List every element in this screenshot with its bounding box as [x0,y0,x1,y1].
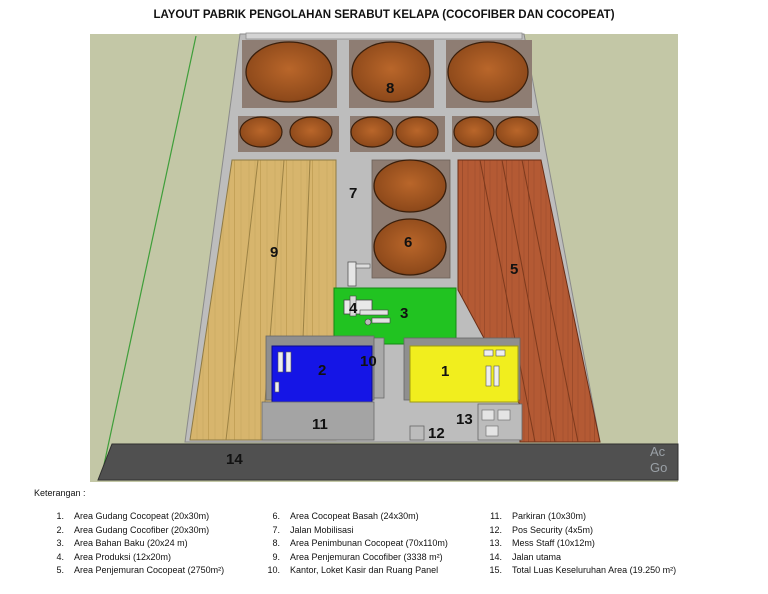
zone-label-4: 4 [349,300,358,317]
zone-label-10: 10 [360,353,377,370]
legend-item: 13.Mess Staff (10x12m) [489,538,595,549]
wet-cocopeat-pile [373,159,447,276]
zone-label-11: 11 [312,416,328,433]
activation-watermark-line1: Ac [650,444,666,459]
zone-label-5: 5 [510,261,518,278]
legend-item: 11.Parkiran (10x30m) [490,511,587,521]
zone-label-9: 9 [270,244,278,261]
zone-label-12: 12 [428,425,445,442]
activation-watermark-line2: Go [650,460,667,475]
warehouse-1-racks [483,349,506,387]
area-11-parking [261,401,375,441]
page-title: LAYOUT PABRIK PENGOLAHAN SERABUT KELAPA … [153,9,615,21]
zone-label-2: 2 [318,362,326,379]
cocopeat-pile-small [239,116,539,148]
legend-item: 14.Jalan utama [489,551,562,562]
area-13-staff-mess [477,403,523,441]
cocopeat-pile-big [245,41,529,103]
drying-plank-lines-red [479,159,579,443]
zone-label-13: 13 [456,411,473,428]
legend-item: 9.Area Penjemuran Cocofiber (3338 m²) [272,551,443,562]
area-12-security-post [409,425,425,441]
zone-label-8: 8 [386,80,394,97]
legend-column-1: 1.Area Gudang Cocopeat (20x30m) 2.Area G… [46,510,224,578]
warehouse-2-racks [274,351,292,393]
legend-item: 4.Area Produksi (12x20m) [56,551,172,562]
legend-item: 10.Kantor, Loket Kasir dan Ruang Panel [267,565,439,576]
legend-item: 6.Area Cocopeat Basah (24x30m) [272,511,419,521]
legend-item: 8.Area Penimbunan Cocopeat (70x110m) [272,538,448,549]
zone-label-14: 14 [226,451,243,468]
legend-column-2: 6.Area Cocopeat Basah (24x30m) 7.Jalan M… [262,510,448,578]
area-14-main-road [97,443,679,481]
legend-column-3: 11.Parkiran (10x30m) 12.Pos Security (4x… [484,510,676,578]
zone-label-7: 7 [349,185,357,202]
legend-item: 5.Area Penjemuran Cocopeat (2750m²) [56,565,225,576]
legend-item: 3.Area Bahan Baku (20x24 m) [56,538,188,549]
legend-item: 7.Jalan Mobilisasi [272,524,354,535]
zone-label-6: 6 [404,234,412,251]
legend-item: 2.Area Gudang Cocofiber (20x30m) [56,524,210,535]
legend-item: 12.Pos Security (4x5m) [489,524,594,535]
zone-label-3: 3 [400,305,408,322]
site-boundary-line [101,35,197,475]
zone-label-1: 1 [441,363,449,380]
legend-item: 15.Total Luas Keseluruhan Area (19.250 m… [489,565,677,576]
legend-heading: Keterangan : [34,488,86,498]
legend-item: 1.Area Gudang Cocopeat (20x30m) [56,511,210,521]
area-4-production-machines [343,261,391,326]
site-rim [245,32,523,40]
